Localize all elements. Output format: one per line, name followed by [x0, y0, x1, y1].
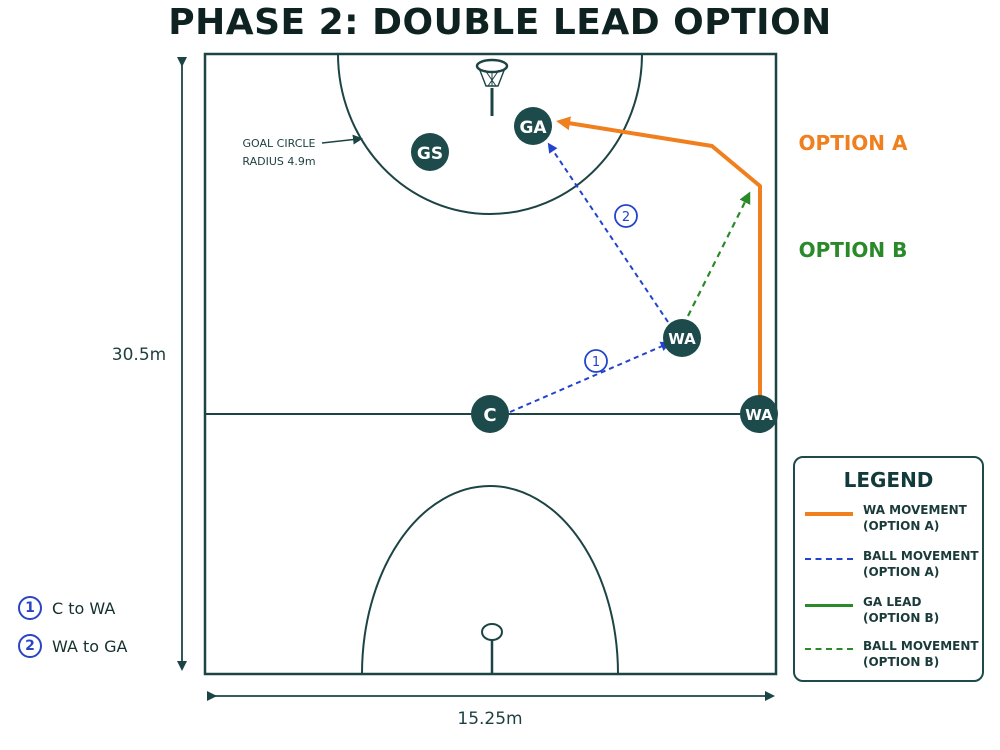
bottom-post-icon: [481, 623, 503, 674]
svg-text:2: 2: [622, 210, 630, 225]
ball-movement-wa-to-ga: [547, 142, 669, 323]
goal-circle-pointer: [321, 134, 363, 145]
legend-item-ball-movement-b: BALL MOVEMENT (OPTION B): [805, 638, 985, 674]
ball-movement-c-to-wa: [509, 341, 671, 413]
option-a-label: OPTION A: [799, 131, 908, 155]
player-wa-center: WA: [663, 319, 701, 357]
pass-number-2: 2: [614, 204, 638, 228]
solid-orange-line-icon: [805, 512, 853, 516]
legend-item-ball-movement-a: BALL MOVEMENT (OPTION A): [805, 548, 985, 584]
player-ga: GA: [514, 107, 552, 145]
legend: LEGEND WA MOVEMENT (OPTION A) BALL MOVEM…: [793, 456, 984, 682]
ball-movement-option-b: [687, 191, 751, 317]
goal-circle-label-2: RADIUS 4.9m: [242, 155, 315, 168]
width-label: 15.25m: [457, 709, 522, 729]
legend-item-ga-lead: GA LEAD (OPTION B): [805, 594, 985, 630]
length-label: 30.5m: [112, 345, 166, 365]
sequence-label-1: C to WA: [52, 599, 116, 618]
player-gs: GS: [411, 133, 449, 171]
wa-movement-option-a: [556, 116, 762, 410]
sequence-label-2: WA to GA: [52, 637, 128, 656]
svg-text:C: C: [483, 405, 496, 426]
legend-title: LEGEND: [843, 468, 934, 492]
svg-text:GS: GS: [417, 144, 443, 164]
svg-text:1: 1: [592, 355, 600, 370]
dashed-blue-line-icon: [805, 558, 853, 560]
number-1-icon: 1: [18, 596, 42, 620]
svg-text:WA: WA: [745, 406, 773, 424]
option-b-label: OPTION B: [799, 238, 908, 262]
number-2-icon: 2: [18, 634, 42, 658]
svg-text:WA: WA: [668, 330, 696, 348]
dashed-green-line-icon: [805, 648, 853, 650]
solid-green-line-icon: [805, 604, 853, 607]
goal-circle-top: [337, 53, 643, 215]
player-c: C: [471, 395, 509, 433]
legend-item-wa-movement: WA MOVEMENT (OPTION A): [805, 502, 985, 538]
player-wa-side: WA: [740, 395, 778, 433]
diagram-title: PHASE 2: DOUBLE LEAD OPTION: [168, 2, 832, 43]
hoop-icon: [475, 58, 509, 116]
goal-circle-label-1: GOAL CIRCLE: [243, 137, 316, 150]
goal-circle-bottom: [361, 485, 619, 675]
court-boundary: [203, 52, 778, 676]
pass-number-1: 1: [584, 349, 608, 373]
svg-text:GA: GA: [519, 118, 547, 138]
